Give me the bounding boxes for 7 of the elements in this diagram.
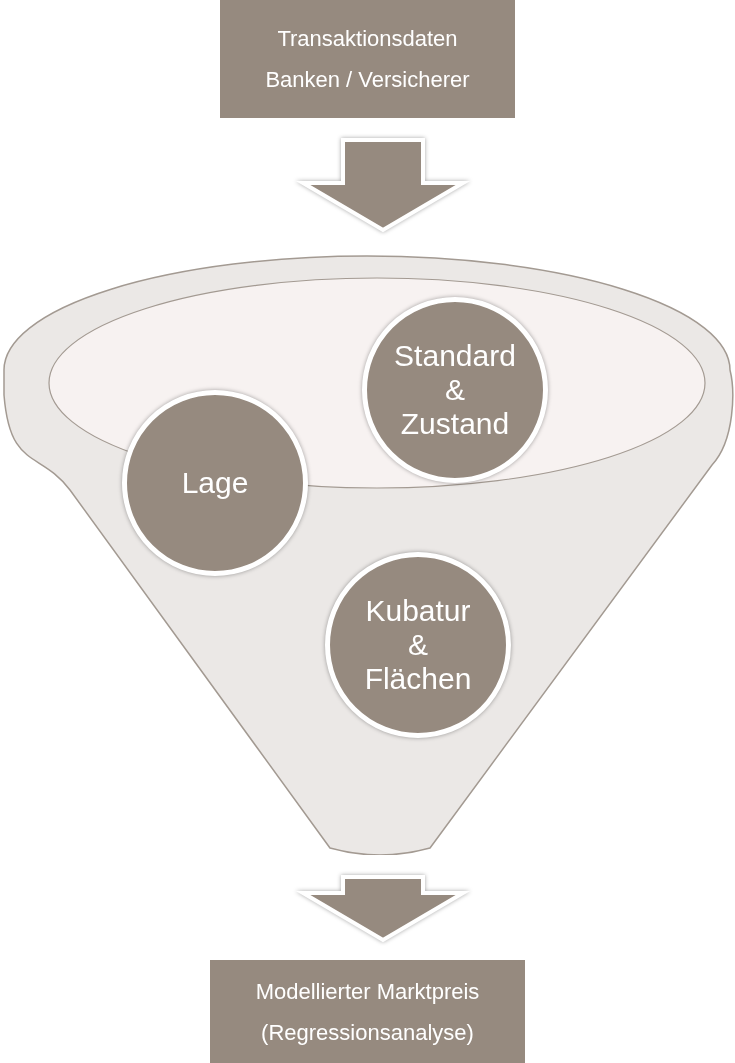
node-label: Standard & Zustand (393, 339, 517, 441)
node-label: Modellierter Marktpreis (Regressionsanalyse) (254, 977, 481, 1047)
node-label: Lage (180, 466, 250, 500)
process-box (220, 0, 515, 118)
process-box (210, 960, 525, 1063)
node-label: Transaktionsdaten Banken / Versicherer (264, 25, 471, 94)
node-label: Kubatur & Flächen (363, 594, 473, 696)
